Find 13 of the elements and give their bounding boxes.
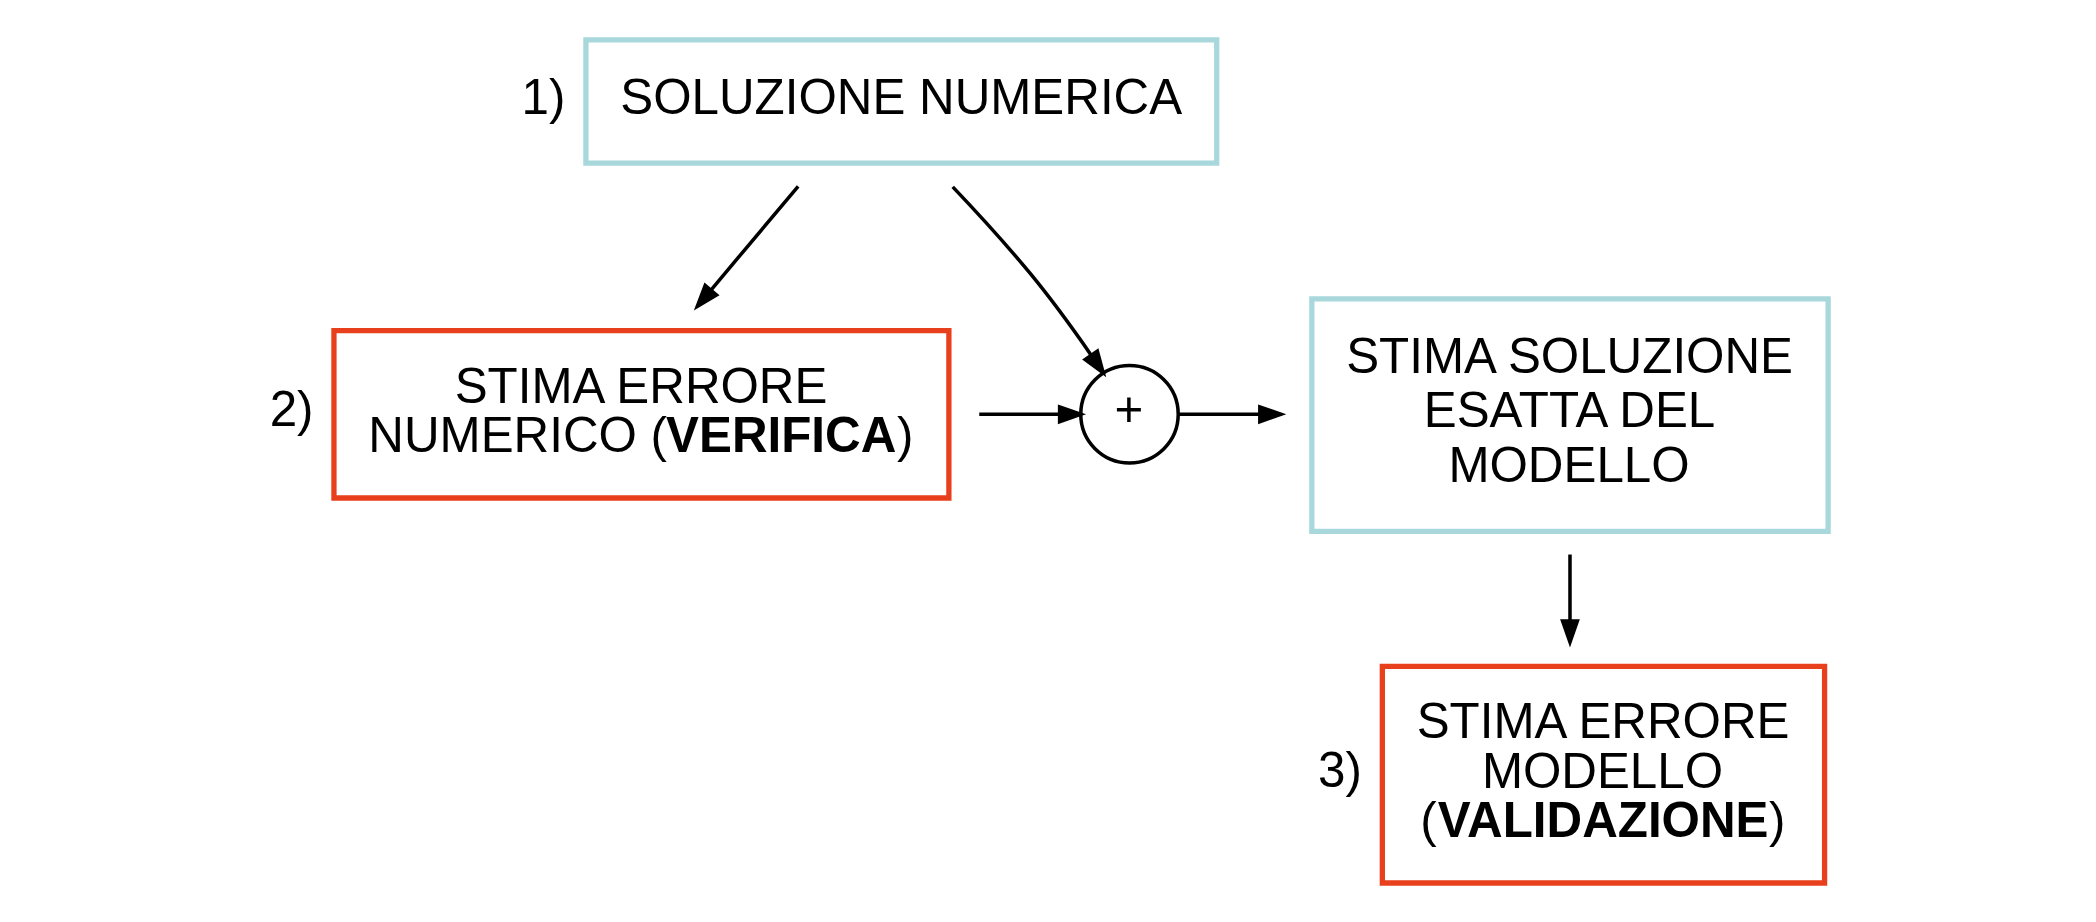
arrow <box>1178 404 1287 425</box>
node-label: 3) <box>1318 741 1362 797</box>
node-circle: + <box>1079 363 1180 465</box>
node-box: STIMA ERRORE NUMERICO (VERIFICA) <box>331 327 952 501</box>
node-box: STIMA ERRORE MODELLO (VALIDAZIONE) <box>1379 663 1828 886</box>
arrow <box>951 185 1107 378</box>
node-label: 1) <box>521 68 566 124</box>
arrow <box>1560 554 1580 648</box>
node-label: 2) <box>269 381 314 437</box>
node-box: SOLUZIONE NUMERICA <box>583 37 1220 166</box>
arrow <box>693 185 800 311</box>
arrow <box>979 404 1087 425</box>
node-box: STIMA SOLUZIONE ESATTA DEL MODELLO <box>1309 296 1831 535</box>
